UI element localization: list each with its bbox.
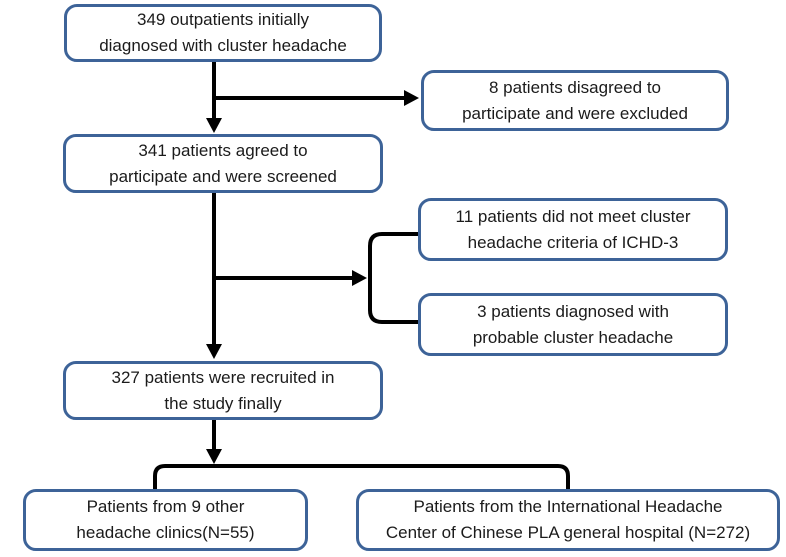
box-probable-cluster: 3 patients diagnosed with probable clust… xyxy=(418,293,728,356)
box-text-line: headache clinics(N=55) xyxy=(76,523,255,542)
box-text-line: 8 patients disagreed to xyxy=(488,77,661,97)
box-text-line: 327 patients were recruited in xyxy=(111,367,335,387)
box-text-line: 3 patients diagnosed with xyxy=(477,301,669,321)
box-international-headache-center: Patients from the International Headache… xyxy=(356,489,780,551)
box-text-line: Center of Chinese PLA general hospital (… xyxy=(385,523,751,542)
box-other-clinics: Patients from 9 other headache clinics(N… xyxy=(23,489,308,551)
exclusion-bracket-icon xyxy=(368,232,418,324)
split-connector-icon xyxy=(153,464,570,489)
box-recruited-finally: 327 patients were recruited in the study… xyxy=(63,361,383,420)
box-text-line: Patients from 9 other xyxy=(86,497,245,516)
box-text-line: 341 patients agreed to xyxy=(138,140,308,160)
arrow-to-excluded-icon xyxy=(214,90,419,106)
box-text-line: Patients from the International Headache xyxy=(413,497,723,516)
box-text-line: diagnosed with cluster headache xyxy=(99,36,347,55)
arrow-initial-to-screened-icon xyxy=(206,62,222,133)
box-text-line: headache criteria of ICHD-3 xyxy=(467,232,679,252)
box-not-meet-criteria: 11 patients did not meet cluster headach… xyxy=(418,198,728,261)
arrow-recruited-to-split-icon xyxy=(206,420,222,464)
arrow-to-exclusion-bracket-icon xyxy=(214,270,367,286)
box-text-line: participate and were excluded xyxy=(462,103,688,123)
box-agreed-screened: 341 patients agreed to participate and w… xyxy=(63,134,383,193)
box-text-line: 11 patients did not meet cluster xyxy=(455,206,691,226)
box-text-line: the study finally xyxy=(164,393,282,413)
box-text-line: 349 outpatients initially xyxy=(136,10,309,29)
box-initial-diagnosed: 349 outpatients initially diagnosed with… xyxy=(64,4,382,62)
box-text-line: probable cluster headache xyxy=(472,327,674,347)
box-text-line: participate and were screened xyxy=(109,166,337,186)
arrow-screened-to-recruited-icon xyxy=(206,193,222,359)
box-disagreed-excluded: 8 patients disagreed to participate and … xyxy=(421,70,729,131)
